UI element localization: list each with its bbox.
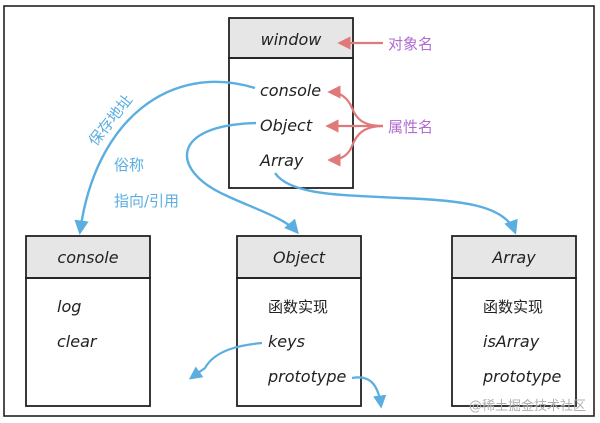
array-box: Array 函数实现 isArray prototype [451, 235, 577, 407]
console-prop-log: log [57, 297, 81, 316]
array-reference-arrow [274, 172, 518, 235]
object-prop-prototype: prototype [267, 367, 346, 386]
window-box-header [228, 17, 354, 59]
prototype-reference-arrow [351, 376, 387, 409]
console-prop-clear: clear [57, 332, 98, 351]
console-reference-arrow [74, 80, 256, 235]
object-reference-arrow [185, 121, 299, 235]
property-name-arrow-array [327, 124, 384, 167]
object-box-title: Object [273, 248, 326, 267]
array-prop-impl: 函数实现 [483, 298, 543, 316]
object-box: Object 函数实现 keys prototype [236, 235, 362, 407]
keys-reference-arrow [188, 341, 263, 380]
object-prop-impl: 函数实现 [268, 298, 328, 316]
window-prop-console: console [260, 81, 321, 100]
array-prop-prototype: prototype [482, 367, 561, 386]
window-prop-object: Object [260, 116, 313, 135]
array-box-body [451, 277, 577, 407]
console-box: console log clear [25, 235, 151, 407]
window-box-body [228, 57, 354, 189]
window-prop-array: Array [259, 151, 304, 170]
window-box: window console Object Array [228, 17, 354, 189]
window-box-title: window [261, 30, 323, 49]
points-to-label: 指向/引用 [114, 192, 179, 210]
object-prop-keys: keys [268, 332, 305, 351]
console-box-body [25, 277, 151, 407]
object-name-label: 对象名 [388, 35, 433, 53]
outer-frame [3, 5, 595, 417]
property-name-arrow-console [327, 85, 384, 128]
property-name-label: 属性名 [388, 118, 433, 136]
array-box-title: Array [491, 248, 536, 267]
watermark: @稀土掘金技术社区 [469, 398, 586, 414]
console-box-title: console [57, 248, 118, 267]
array-prop-isarray: isArray [483, 332, 540, 351]
object-box-header [236, 235, 362, 279]
common-name-label: 俗称 [114, 156, 144, 174]
array-box-header [451, 235, 577, 279]
object-box-body [236, 277, 362, 407]
